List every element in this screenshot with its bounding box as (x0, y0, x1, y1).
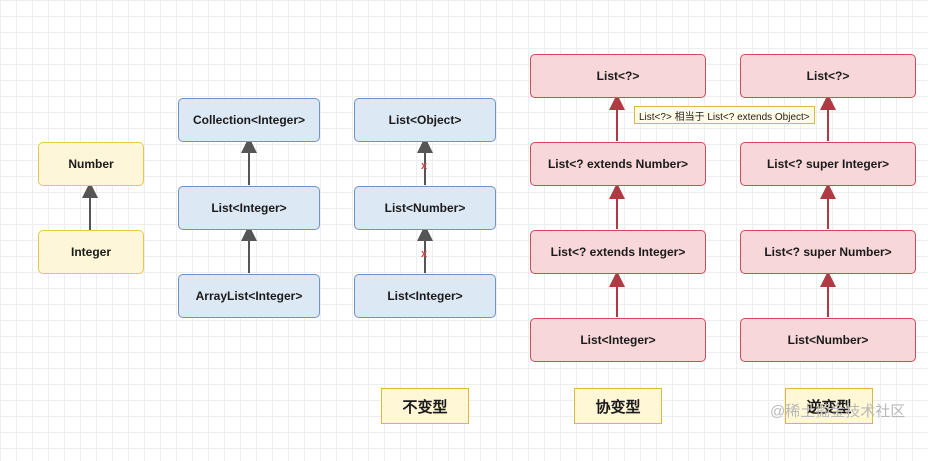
label-covariant: 协变型 (574, 388, 662, 424)
node-arraylist-integer: ArrayList<Integer> (178, 274, 320, 318)
node-list-integer-covariant: List<Integer> (530, 318, 706, 362)
node-list-wildcard: List<?> (740, 54, 916, 98)
not-subtype-mark: x (421, 160, 428, 172)
node-collection-integer: Collection<Integer> (178, 98, 320, 142)
wildcard-note: List<?> 相当于 List<? extends Object> (634, 106, 815, 124)
node-number: Number (38, 142, 144, 186)
label-invariant: 不变型 (381, 388, 469, 424)
node-integer: Integer (38, 230, 144, 274)
watermark-text: @稀土掘金技术社区 (770, 403, 906, 420)
node-list-object: List<Object> (354, 98, 496, 142)
not-subtype-mark: x (421, 248, 428, 260)
node-list-extends-number: List<? extends Number> (530, 142, 706, 186)
node-list-extends-integer: List<? extends Integer> (530, 230, 706, 274)
node-list-super-number: List<? super Number> (740, 230, 916, 274)
node-list-number: List<Number> (354, 186, 496, 230)
node-list-wildcard: List<?> (530, 54, 706, 98)
node-list-integer-invariant: List<Integer> (354, 274, 496, 318)
node-list-integer: List<Integer> (178, 186, 320, 230)
node-list-super-integer: List<? super Integer> (740, 142, 916, 186)
node-list-number-contravariant: List<Number> (740, 318, 916, 362)
label-contravariant: 逆变型 (785, 388, 873, 424)
